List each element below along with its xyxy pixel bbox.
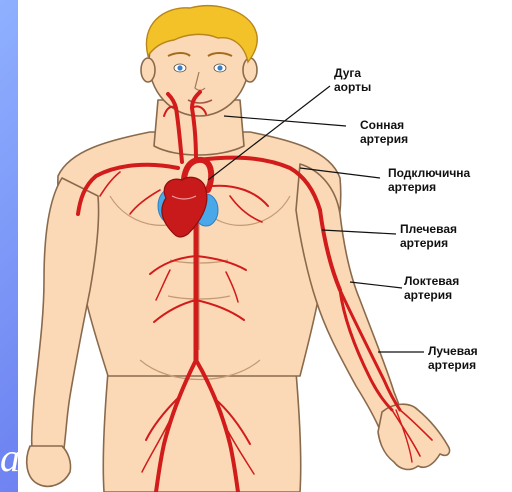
label-radial-line-2: артерия <box>428 358 478 372</box>
label-brachial-line-1: Плечевая <box>400 222 457 236</box>
label-carotid-line-1: Сонная <box>360 118 408 132</box>
label-subclavian-artery: Подключична артерия <box>388 166 470 194</box>
label-aortic-arch: Дуга аорты <box>334 66 371 94</box>
label-brachial-artery: Плечевая артерия <box>400 222 457 250</box>
label-subclavian-line-1: Подключична <box>388 166 470 180</box>
label-aortic-arch-line-2: аорты <box>334 80 371 94</box>
label-aortic-arch-line-1: Дуга <box>334 66 371 80</box>
label-carotid-artery: Сонная артерия <box>360 118 408 146</box>
ear-left <box>243 58 257 82</box>
label-brachial-line-2: артерия <box>400 236 457 250</box>
label-ulnar-line-1: Локтевая <box>404 274 459 288</box>
right-hand <box>27 446 71 486</box>
label-radial-artery: Лучевая артерия <box>428 344 478 372</box>
label-radial-line-1: Лучевая <box>428 344 478 358</box>
label-ulnar-line-2: артерия <box>404 288 459 302</box>
ear-right <box>141 58 155 82</box>
label-ulnar-artery: Локтевая артерия <box>404 274 459 302</box>
label-subclavian-line-2: артерия <box>388 180 470 194</box>
slide-text-fragment: а <box>0 438 24 478</box>
legs <box>103 372 301 492</box>
label-carotid-line-2: артерия <box>360 132 408 146</box>
